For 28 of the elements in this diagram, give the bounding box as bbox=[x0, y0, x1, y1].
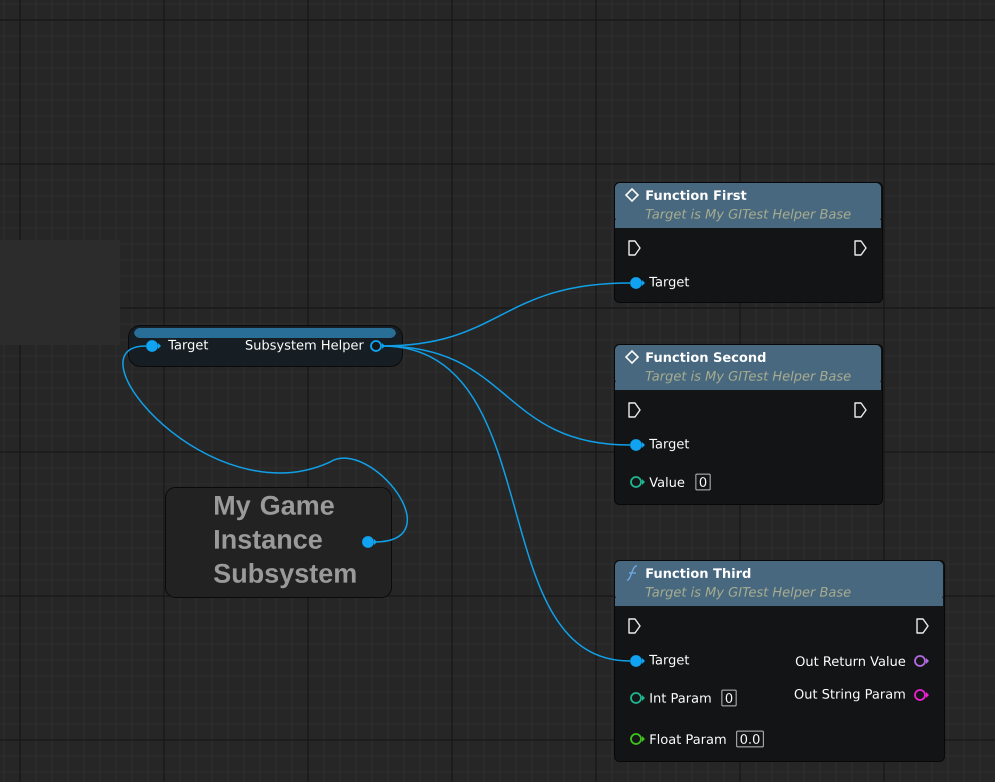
pin-label: Subsystem Helper bbox=[246, 340, 364, 352]
wire bbox=[382, 282, 630, 347]
wire bbox=[122, 345, 408, 543]
node-title: Function Third bbox=[646, 568, 750, 578]
node-title: Function First bbox=[646, 190, 746, 200]
pin-label: Float Param bbox=[650, 734, 726, 744]
value-field: 0.0 bbox=[736, 730, 764, 748]
pin-label: Target bbox=[649, 438, 690, 452]
node-subtitle: Target is My GITest Helper Base bbox=[646, 586, 851, 600]
value-field: 0 bbox=[721, 690, 737, 706]
node-title: My Game Instance Subsystem bbox=[214, 496, 356, 588]
function-node bbox=[614, 182, 883, 303]
pin-label: Target bbox=[649, 276, 690, 290]
node-subtitle: Target is My GITest Helper Base bbox=[646, 370, 851, 384]
node-subtitle: Target is My GITest Helper Base bbox=[646, 208, 851, 222]
pin-label: Out Return Value bbox=[796, 656, 906, 666]
pin-label: Int Param bbox=[650, 693, 711, 703]
node-title: Function Second bbox=[646, 352, 766, 362]
function-node bbox=[614, 344, 883, 505]
pin-label: Value bbox=[649, 476, 684, 488]
wire bbox=[382, 345, 630, 662]
variable-node bbox=[165, 487, 392, 598]
getter-node bbox=[128, 325, 403, 367]
pin-label: Target bbox=[168, 340, 208, 352]
pin-label: Target bbox=[649, 654, 690, 668]
value-field: 0 bbox=[695, 474, 711, 490]
pin-label: Out String Param bbox=[794, 688, 905, 702]
function-node bbox=[614, 560, 946, 762]
